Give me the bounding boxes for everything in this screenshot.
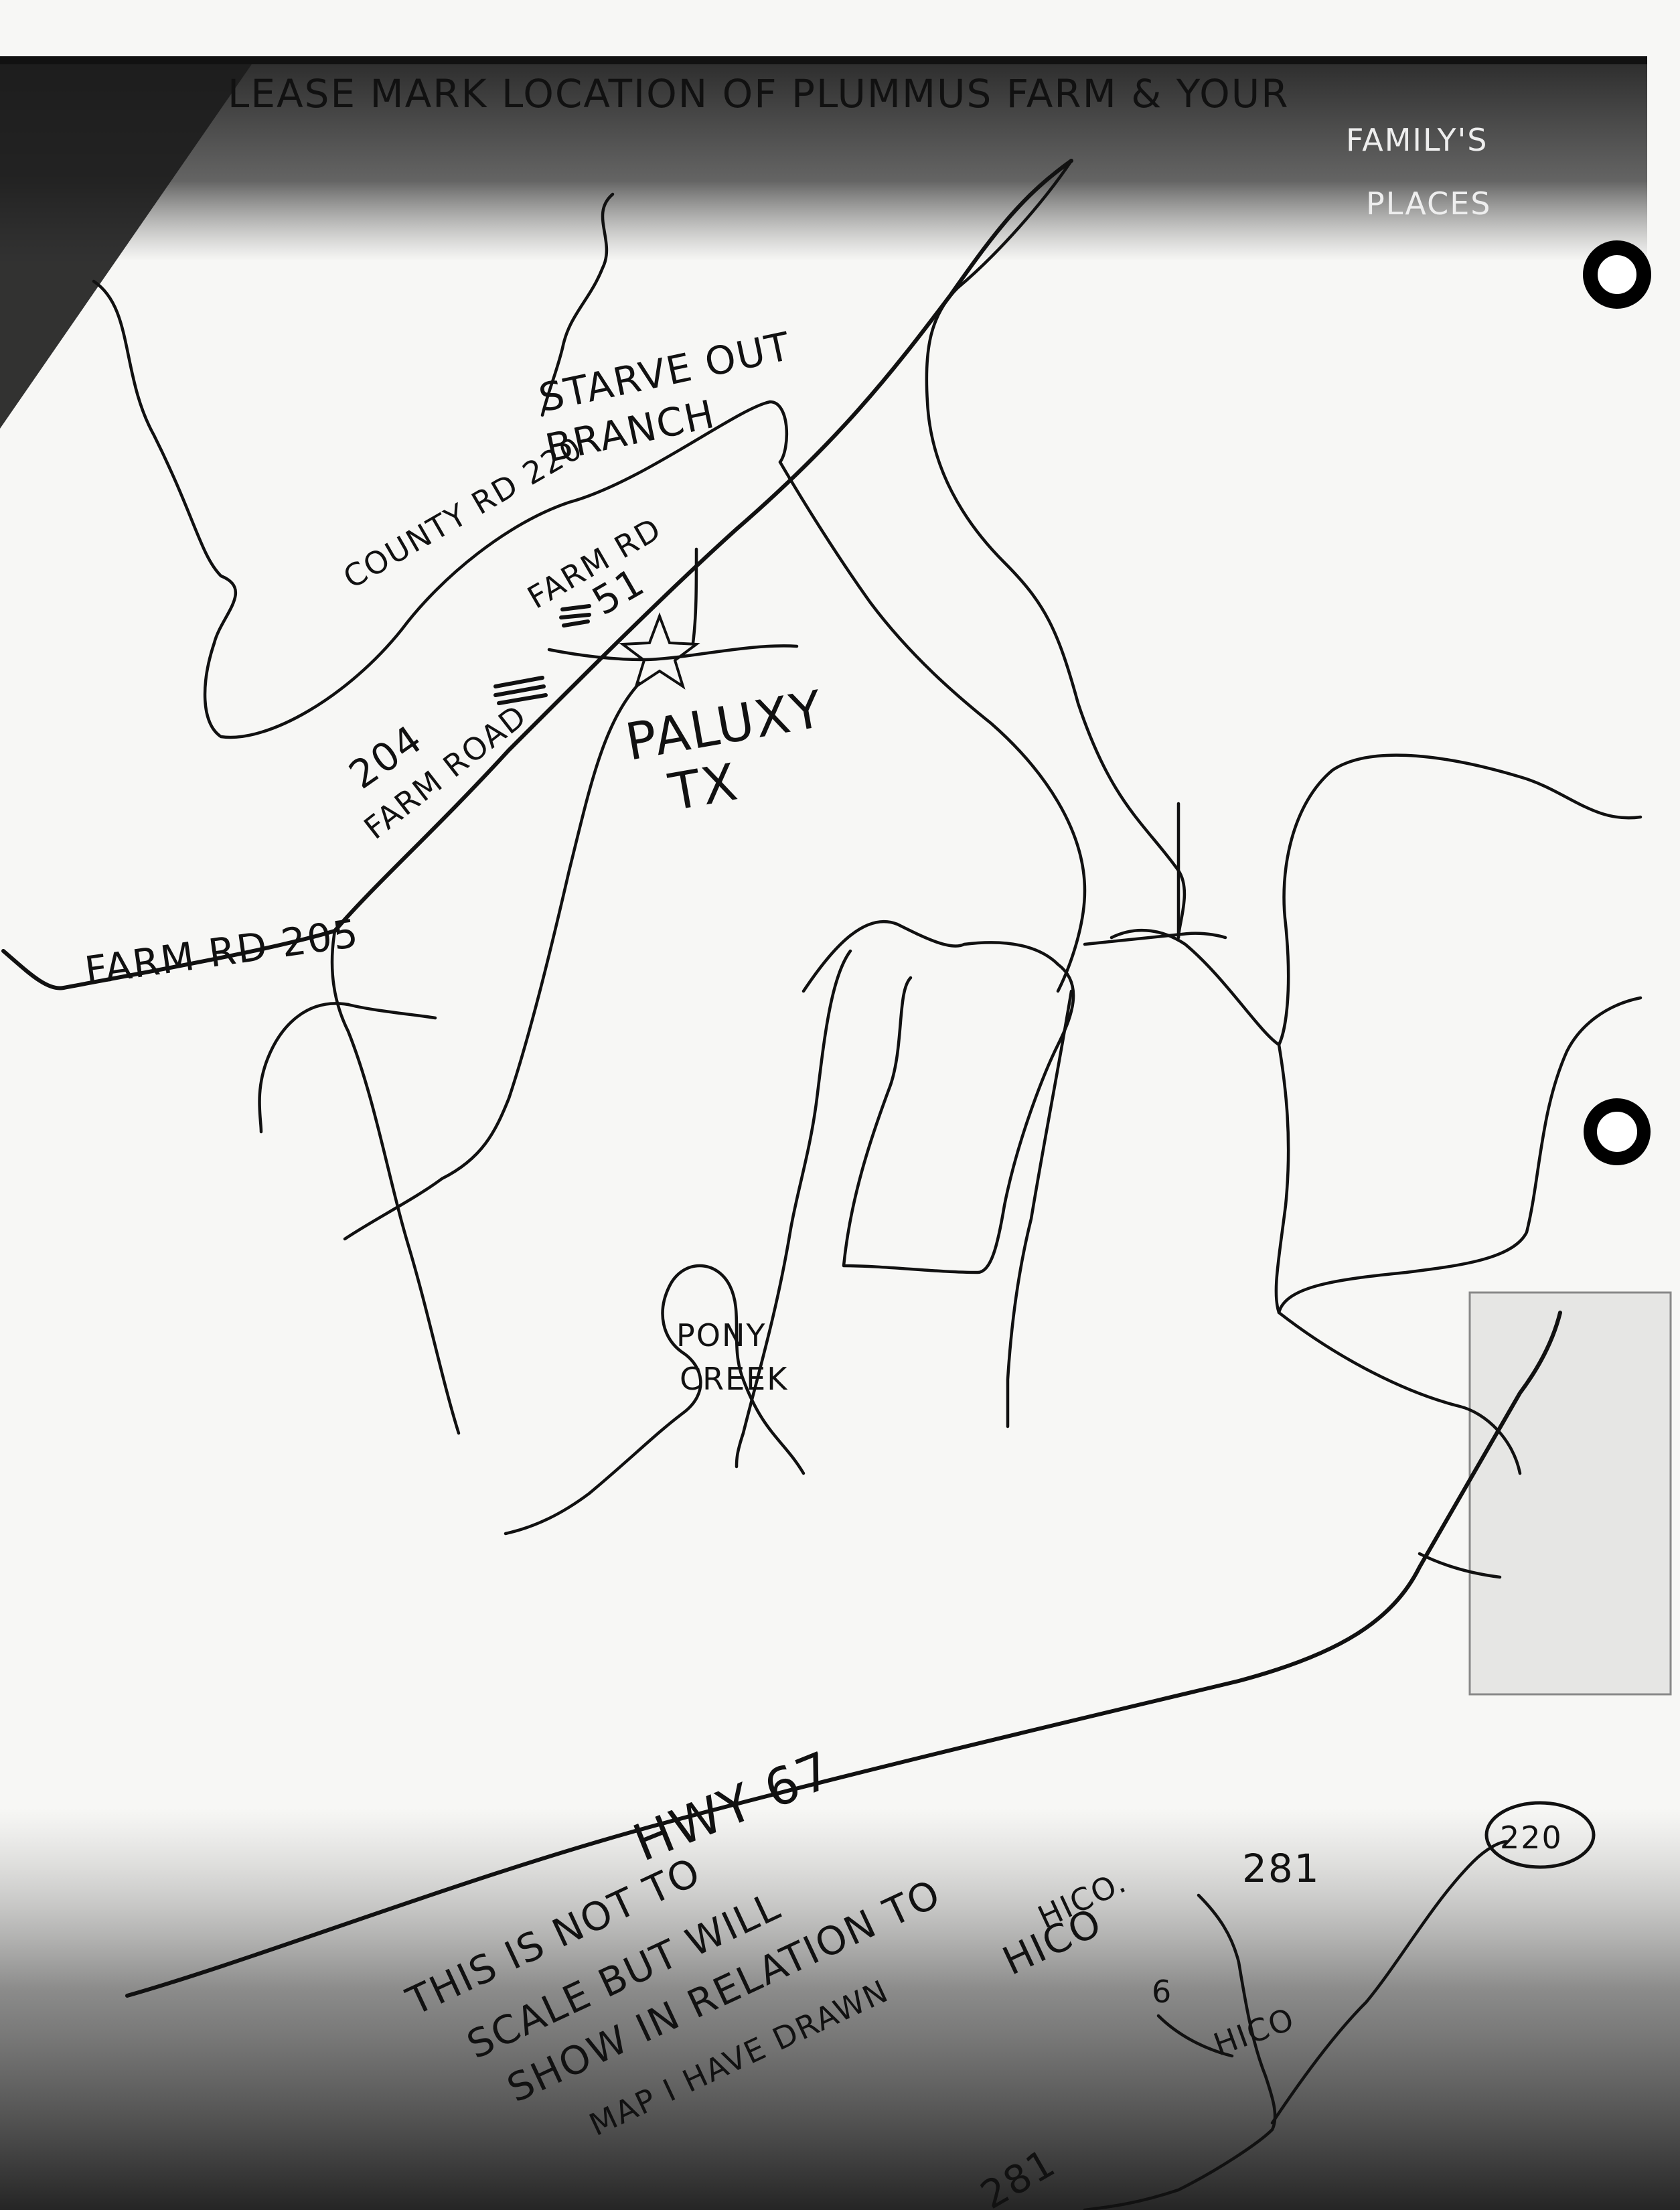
label-town-tx: TX	[664, 751, 743, 822]
road-mid-loop	[801, 919, 1075, 1274]
footer-scan-shadow	[0, 1808, 1680, 2210]
corner-shadow	[0, 60, 254, 429]
road-hwy-67-spur	[1418, 1552, 1502, 1579]
road-farm-rd-204-51	[333, 159, 1073, 933]
road-paluxy-short	[691, 547, 698, 645]
header-prompt-line2: FAMILY'S	[1346, 122, 1488, 158]
label-farm-rd-205: FARM RD 205	[82, 910, 362, 994]
road-hwy-6	[1156, 2014, 1234, 2058]
road-farm-rd-205	[1, 929, 337, 990]
route-220-shield	[1484, 1801, 1596, 1869]
binder-hole-icon	[1584, 1098, 1651, 1165]
star-icon	[619, 612, 700, 690]
creek-pony	[504, 1264, 806, 1536]
road-county-rd-220	[92, 279, 789, 739]
road-west-loop	[330, 929, 461, 1435]
road-right-shoulder	[1277, 996, 1643, 1315]
road-east-bend	[778, 460, 1087, 993]
label-creek-creek: CREEK	[680, 1361, 788, 1397]
road-right-ridge	[1277, 753, 1643, 1047]
label-hwy-281-top: 281	[1242, 1846, 1320, 1891]
label-creek-pony: PONY	[676, 1317, 766, 1353]
header-scan-shadow	[0, 60, 1647, 261]
scribble-farm-road-1	[493, 676, 548, 705]
road-west-diag	[343, 681, 641, 1241]
road-mid-left	[735, 949, 852, 1469]
road-west-cross	[346, 1003, 437, 1020]
binder-hole-icon	[1583, 240, 1651, 309]
header-prompt-line3: PLACES	[1366, 186, 1491, 222]
road-upper-right-loop	[925, 159, 1187, 940]
road-hwy-220	[1270, 1840, 1509, 2125]
road-west-spur	[258, 1002, 350, 1134]
label-hwy-220: 220	[1500, 1820, 1563, 1856]
ghost-box	[1468, 1291, 1672, 1696]
road-mid-down	[1006, 989, 1073, 1428]
creek-starve-out-branch	[540, 192, 615, 417]
road-hwy-67	[125, 1311, 1562, 1998]
road-right-long	[1274, 1043, 1522, 1475]
label-hwy-6: 6	[1152, 1974, 1172, 2010]
scribble-farm-road-2	[559, 604, 591, 628]
road-hwy-281	[1083, 1893, 1277, 2210]
road-mid-loop-2	[1110, 928, 1281, 1047]
road-paluxy-side	[547, 644, 799, 662]
road-connector-2	[1083, 932, 1227, 946]
header-prompt: LEASE MARK LOCATION OF PLUMMUS FARM & YO…	[228, 71, 1290, 117]
